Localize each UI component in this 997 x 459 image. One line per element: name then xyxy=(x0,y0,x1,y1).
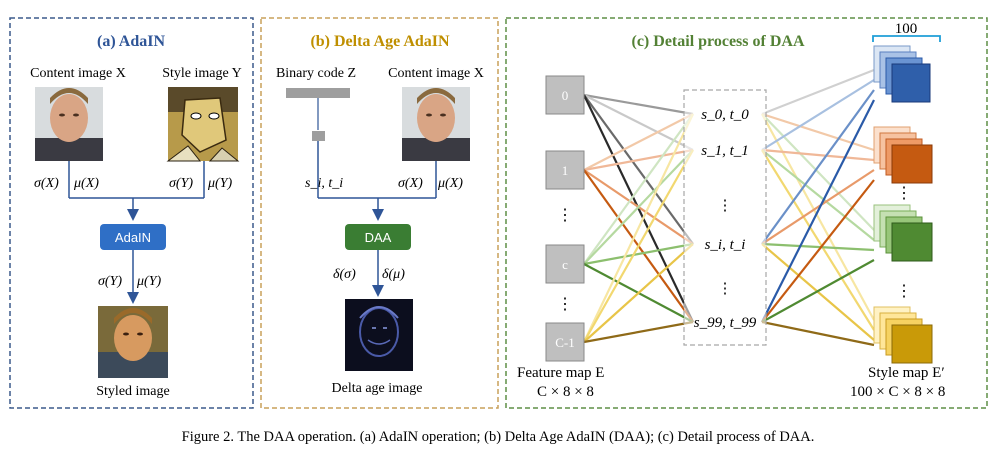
delta-age-label: Delta age image xyxy=(332,381,423,396)
style-map-dims: 100 × C × 8 × 8 xyxy=(850,384,945,400)
pair-to-style-connections xyxy=(761,68,875,347)
panel-adain-border xyxy=(9,17,254,409)
delta-mu-label: δ(μ) xyxy=(382,267,405,282)
style-stack-gold xyxy=(873,306,933,364)
content-image-label: Content image X xyxy=(30,66,126,81)
styled-image-label: Styled image xyxy=(96,384,170,399)
feature-node-1-label: 1 xyxy=(562,163,569,178)
style-dots-2: ⋮ xyxy=(896,283,912,300)
feature-node-0-label: 0 xyxy=(562,88,569,103)
si-ti-label: s_i, t_i xyxy=(305,176,343,191)
sigma-x-label-b: σ(X) xyxy=(398,176,423,191)
sigma-x-label: σ(X) xyxy=(34,176,59,191)
pair-s1-t1: s_1, t_1 xyxy=(701,143,749,159)
panel-daa-border xyxy=(260,17,499,409)
feature-node-0 xyxy=(545,75,585,115)
pair-box xyxy=(683,89,767,346)
feature-dots-1: ⋮ xyxy=(557,207,573,224)
pair-dots-1: ⋮ xyxy=(718,198,733,214)
style-map-label: Style map E′ xyxy=(868,365,945,381)
feature-map-nodes: 0 1 ⋮ c ⋮ C-1 xyxy=(545,75,585,362)
mu-y-label: μ(Y) xyxy=(207,176,232,191)
feature-node-c-minus-1 xyxy=(545,322,585,362)
feature-to-pair-connections xyxy=(583,93,694,344)
panel-detail-process: (c) Detail process of DAA xyxy=(505,17,988,409)
panel-adain: (a) AdaIN Content image X Style image Y … xyxy=(9,17,254,409)
binary-code-label: Binary code Z xyxy=(276,66,356,81)
adain-box-label: AdaIN xyxy=(115,230,151,245)
feature-dots-2: ⋮ xyxy=(557,296,573,313)
style-portrait-image xyxy=(166,87,240,162)
feature-map-dims: C × 8 × 8 xyxy=(537,384,594,400)
feature-node-1 xyxy=(545,150,585,190)
out-sigma-label: σ(Y) xyxy=(98,274,122,289)
out-mu-label: μ(Y) xyxy=(136,274,161,289)
style-image-label: Style image Y xyxy=(162,66,242,81)
delta-age-image xyxy=(345,299,413,371)
binary-code-small-block xyxy=(312,131,325,141)
content-portrait-image xyxy=(35,87,103,161)
delta-sigma-label: δ(σ) xyxy=(333,267,356,282)
adain-box xyxy=(100,224,166,250)
content-image-label-b: Content image X xyxy=(388,66,484,81)
content-portrait-image-b xyxy=(402,87,470,161)
panel-detail-title: (c) Detail process of DAA xyxy=(632,33,805,50)
pair-labels: s_0, t_0 s_1, t_1 ⋮ s_i, t_i ⋮ s_99, t_9… xyxy=(694,107,757,331)
top-count-bracket xyxy=(872,35,941,42)
pair-s99-t99: s_99, t_99 xyxy=(694,315,757,331)
mu-x-label-b: μ(X) xyxy=(437,176,463,191)
adain-connectors xyxy=(68,161,205,221)
feature-map-label: Feature map E xyxy=(517,365,604,381)
mu-x-label: μ(X) xyxy=(73,176,99,191)
daa-box xyxy=(345,224,411,250)
style-stack-blue xyxy=(873,45,931,103)
daa-connectors xyxy=(317,141,437,221)
top-count-label: 100 xyxy=(895,21,918,37)
feature-node-c-minus-1-label: C-1 xyxy=(555,335,575,350)
style-stack-green xyxy=(873,204,933,262)
pair-dots-2: ⋮ xyxy=(718,281,733,297)
daa-box-label: DAA xyxy=(365,230,392,245)
panel-detail-border xyxy=(505,17,988,409)
style-dots-1: ⋮ xyxy=(896,185,912,202)
panel-adain-title: (a) AdaIN xyxy=(97,33,165,50)
style-stack-orange xyxy=(873,126,933,184)
sigma-y-label: σ(Y) xyxy=(169,176,193,191)
feature-node-c-label: c xyxy=(562,257,568,272)
pair-s0-t0: s_0, t_0 xyxy=(701,107,749,123)
styled-portrait-image xyxy=(98,306,168,378)
binary-code-bar xyxy=(286,88,350,98)
pair-si-ti: s_i, t_i xyxy=(705,237,746,253)
panel-daa-title: (b) Delta Age AdaIN xyxy=(310,33,450,50)
feature-node-c xyxy=(545,244,585,284)
figure-caption: Figure 2. The DAA operation. (a) AdaIN o… xyxy=(182,429,815,445)
panel-delta-age-adain: (b) Delta Age AdaIN Binary code Z Conten… xyxy=(260,17,499,409)
